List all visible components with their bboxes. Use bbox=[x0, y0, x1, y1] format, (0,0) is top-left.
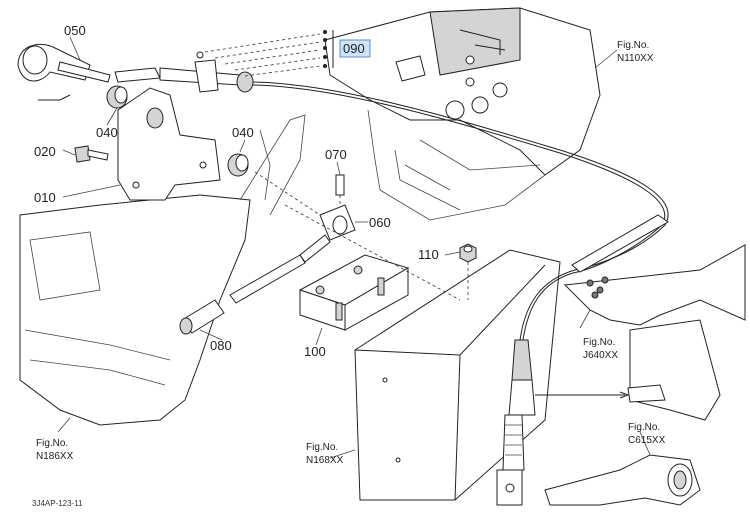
part-label-060[interactable]: 060 bbox=[369, 215, 391, 230]
leader-lines bbox=[57, 36, 651, 459]
fig-ref-prefix: Fig.No. bbox=[306, 442, 338, 453]
fig-ref-c615xx[interactable]: Fig.No. C615XX bbox=[628, 422, 666, 446]
part-080-handle bbox=[179, 254, 306, 335]
part-label-090-highlight bbox=[339, 39, 371, 58]
part-label-090[interactable]: 090 bbox=[343, 41, 365, 56]
part-100-bracket bbox=[298, 254, 410, 331]
part-110-nut bbox=[459, 243, 477, 300]
fig-ref-n110xx[interactable]: Fig.No. N110XX bbox=[617, 40, 654, 64]
part-label-050[interactable]: 050 bbox=[64, 23, 86, 38]
part-040-bushing-b bbox=[227, 153, 249, 177]
fig-ref-j640xx[interactable]: Fig.No. J640XX bbox=[583, 337, 618, 361]
fig-ref-code: N110XX bbox=[617, 53, 654, 64]
part-070-pin bbox=[335, 174, 345, 212]
fig-ref-n186xx[interactable]: Fig.No. N186XX bbox=[36, 438, 74, 462]
frame-structure-right bbox=[563, 244, 746, 421]
frame-structure-top bbox=[324, 7, 601, 221]
part-label-100[interactable]: 100 bbox=[304, 344, 326, 359]
part-label-080[interactable]: 080 bbox=[210, 338, 232, 353]
part-060-lever bbox=[299, 204, 356, 263]
fender-structure bbox=[19, 114, 306, 426]
part-010-bracket bbox=[117, 87, 221, 201]
fig-ref-code: N186XX bbox=[36, 451, 74, 462]
fig-ref-prefix: Fig.No. bbox=[628, 422, 660, 433]
fig-ref-code: N168XX bbox=[306, 455, 344, 466]
control-cable bbox=[239, 81, 669, 506]
fig-ref-prefix: Fig.No. bbox=[583, 337, 615, 348]
part-020-bolt bbox=[74, 145, 109, 163]
assembly-guide bbox=[254, 171, 461, 301]
fig-ref-code: J640XX bbox=[583, 350, 618, 361]
part-090-fastener-group bbox=[323, 30, 334, 68]
fig-ref-n168xx[interactable]: Fig.No. N168XX bbox=[306, 442, 344, 466]
part-label-040-a[interactable]: 040 bbox=[96, 125, 118, 140]
part-label-070[interactable]: 070 bbox=[325, 147, 347, 162]
fig-ref-code: C615XX bbox=[628, 435, 666, 446]
part-040-bushing-a bbox=[106, 85, 128, 109]
part-050-pin bbox=[17, 43, 111, 101]
part-label-040-b[interactable]: 040 bbox=[232, 125, 254, 140]
part-label-020[interactable]: 020 bbox=[34, 144, 56, 159]
arm-structure bbox=[544, 454, 701, 506]
part-090-cable-end bbox=[114, 33, 321, 93]
fig-ref-prefix: Fig.No. bbox=[36, 438, 68, 449]
part-label-010[interactable]: 010 bbox=[34, 190, 56, 205]
drawing-code: 3J4AP-123-11 bbox=[32, 499, 83, 508]
part-label-110[interactable]: 110 bbox=[418, 247, 439, 262]
fig-ref-prefix: Fig.No. bbox=[617, 40, 649, 51]
